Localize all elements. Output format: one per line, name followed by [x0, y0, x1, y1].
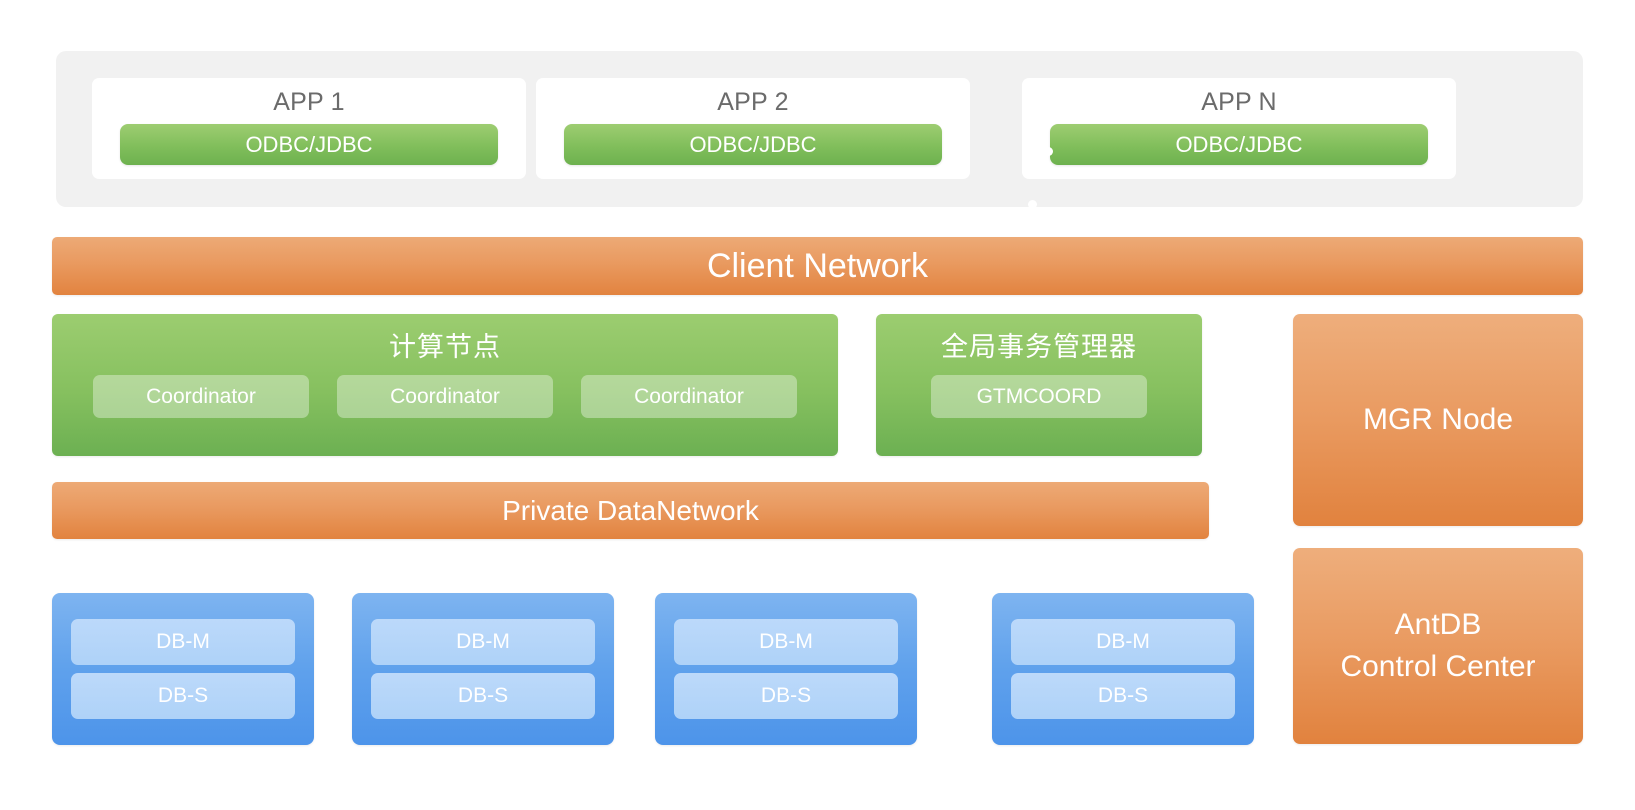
coordinator-node-2[interactable]: Coordinator: [337, 375, 553, 418]
private-data-network-bar: Private DataNetwork: [52, 482, 1209, 539]
app-card-2[interactable]: APP 2 ODBC/JDBC: [536, 78, 970, 179]
db-slave-chip[interactable]: DB-S: [1011, 673, 1235, 719]
application-band: APP 1 ODBC/JDBC APP 2 ODBC/JDBC APP N OD…: [56, 51, 1583, 207]
client-network-bar: Client Network: [52, 237, 1583, 295]
db-master-chip[interactable]: DB-M: [371, 619, 595, 665]
db-cluster-1[interactable]: DB-M DB-S: [52, 593, 314, 745]
db-slave-chip[interactable]: DB-S: [371, 673, 595, 719]
app-title: APP 2: [717, 88, 789, 116]
ellipsis-dot-icon: [1028, 200, 1037, 209]
odbc-jdbc-pill[interactable]: ODBC/JDBC: [1050, 124, 1428, 165]
control-center-line-1: AntDB: [1394, 608, 1482, 641]
gtmcoord-row: GTMCOORD: [876, 375, 1202, 418]
gtm-panel: 全局事务管理器 GTMCOORD: [876, 314, 1202, 456]
gtm-title: 全局事务管理器: [941, 332, 1137, 362]
app-card-1[interactable]: APP 1 ODBC/JDBC: [92, 78, 526, 179]
control-center-line-2: Control Center: [1340, 650, 1536, 683]
db-master-chip[interactable]: DB-M: [674, 619, 898, 665]
odbc-jdbc-pill[interactable]: ODBC/JDBC: [120, 124, 498, 165]
app-title: APP 1: [273, 88, 345, 116]
coordinator-node-3[interactable]: Coordinator: [581, 375, 797, 418]
app-card-n[interactable]: APP N ODBC/JDBC: [1022, 78, 1456, 179]
compute-node-title: 计算节点: [389, 332, 501, 362]
db-cluster-2[interactable]: DB-M DB-S: [352, 593, 614, 745]
ellipsis-dot-icon: [1024, 147, 1033, 156]
compute-node-panel: 计算节点 Coordinator Coordinator Coordinator: [52, 314, 838, 456]
ellipsis-dot-icon: [1044, 147, 1053, 156]
app-title: APP N: [1201, 88, 1277, 116]
db-slave-chip[interactable]: DB-S: [71, 673, 295, 719]
db-cluster-3[interactable]: DB-M DB-S: [655, 593, 917, 745]
coordinator-node-1[interactable]: Coordinator: [93, 375, 309, 418]
db-cluster-4[interactable]: DB-M DB-S: [992, 593, 1254, 745]
odbc-jdbc-pill[interactable]: ODBC/JDBC: [564, 124, 942, 165]
mgr-node-card[interactable]: MGR Node: [1293, 314, 1583, 526]
gtmcoord-node[interactable]: GTMCOORD: [931, 375, 1147, 418]
antdb-control-center-card[interactable]: AntDB Control Center: [1293, 548, 1583, 744]
coordinator-row: Coordinator Coordinator Coordinator: [52, 375, 838, 418]
db-master-chip[interactable]: DB-M: [71, 619, 295, 665]
db-slave-chip[interactable]: DB-S: [674, 673, 898, 719]
db-master-chip[interactable]: DB-M: [1011, 619, 1235, 665]
